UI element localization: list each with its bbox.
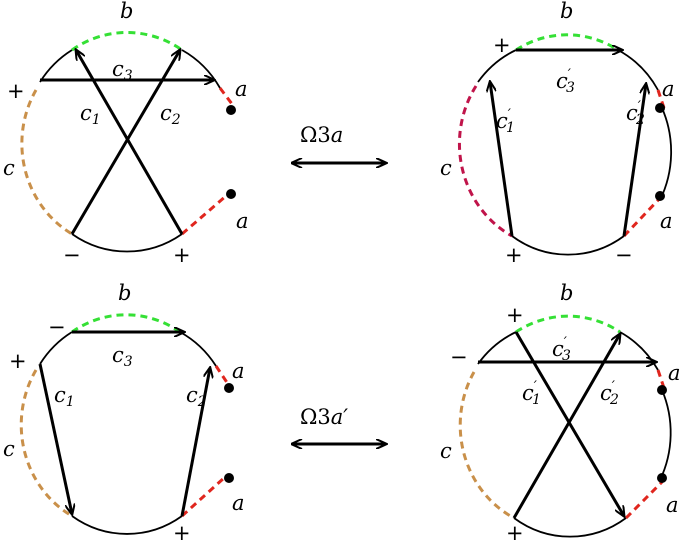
label-b: b <box>560 281 573 305</box>
solid-arc-bottom <box>513 517 627 538</box>
endpoint-dot-top <box>657 385 667 395</box>
segment-a-top <box>218 87 234 105</box>
endpoint-dot-top <box>226 105 236 115</box>
sign-bottom-right: + <box>173 521 191 542</box>
operation-omega3a: Ω3a <box>292 123 386 163</box>
segment-c <box>20 89 73 236</box>
sign-left: + <box>9 349 27 373</box>
label-c: c <box>440 156 452 180</box>
label-c3: c3 <box>112 57 133 84</box>
segment-a-bottom <box>181 194 227 236</box>
segment-b <box>71 313 181 334</box>
sign-left: + <box>7 79 25 103</box>
label-a-top: a <box>235 77 248 101</box>
segment-a-bottom <box>622 194 664 238</box>
sign-top: + <box>506 303 524 327</box>
segment-a-top <box>656 369 666 389</box>
endpoint-dot-bottom <box>224 473 234 483</box>
solid-arc-top <box>39 49 73 83</box>
label-a-bottom: a <box>236 209 249 233</box>
label-b: b <box>120 0 133 23</box>
label-a-bottom: a <box>666 493 679 517</box>
solid-arc-right <box>659 107 673 201</box>
panel-bottom-left: b a a c c3 c1 c2 + − + <box>3 281 245 542</box>
label-a-bottom: a <box>232 491 245 515</box>
label-c3: c′3 <box>552 335 571 364</box>
sign-top: + <box>493 33 511 57</box>
segment-c <box>458 371 515 520</box>
label-a-top: a <box>668 361 681 385</box>
segment-b <box>515 314 621 334</box>
sign-bottom-left: + <box>506 521 524 542</box>
label-a-top: a <box>232 359 245 383</box>
label-b: b <box>118 281 131 305</box>
label-c2: c2 <box>160 101 181 128</box>
endpoint-dot-bottom <box>226 189 236 199</box>
operation-label-top: Ω3a <box>300 123 343 147</box>
label-c: c <box>440 439 452 463</box>
label-b: b <box>560 0 573 23</box>
solid-arc-bottom <box>511 235 625 256</box>
label-c2: c2 <box>186 383 207 410</box>
endpoint-dot-bottom <box>655 191 665 201</box>
solid-arc-top <box>39 331 73 365</box>
solid-arc-bottom <box>71 515 183 535</box>
segment-a-bottom <box>180 476 226 518</box>
segment-a-top <box>214 365 230 385</box>
sign-bottom-right: − <box>615 243 633 267</box>
label-a-top: a <box>662 77 675 101</box>
chord-c2 <box>180 368 210 517</box>
segment-c <box>457 85 513 238</box>
segment-c <box>19 369 73 518</box>
solid-arc-top-right <box>181 49 221 89</box>
panel-top-left: b a a c c3 c1 c2 + − + <box>3 0 249 267</box>
panel-top-right: b a a c c′3 c′1 c′2 + + − <box>440 0 675 267</box>
solid-arc-top <box>477 49 517 83</box>
label-c: c <box>3 437 15 461</box>
panel-bottom-right: b a a c c′3 c′1 c′2 − + + <box>440 281 681 542</box>
endpoint-dot-top <box>655 103 665 113</box>
solid-arc-top-right <box>619 331 659 371</box>
segment-b <box>71 31 183 52</box>
label-c1: c1 <box>80 101 101 128</box>
sign-bottom-left: + <box>505 243 523 267</box>
label-c1: c′1 <box>496 107 515 136</box>
solid-arc-top-right <box>179 331 217 367</box>
solid-arc-bottom <box>71 233 183 253</box>
segment-b <box>515 33 619 52</box>
sign-bottom-left: − <box>63 243 81 267</box>
chord-c1 <box>490 82 514 237</box>
endpoint-dot-bottom <box>657 473 667 483</box>
label-c2: c′2 <box>600 379 619 408</box>
label-a-bottom: a <box>660 209 673 233</box>
chord-c2 <box>622 84 646 237</box>
label-c1: c1 <box>54 383 75 410</box>
sign-bottom-right: + <box>173 243 191 267</box>
label-c: c <box>3 156 15 180</box>
label-c2: c′2 <box>626 99 645 128</box>
endpoint-dot-top <box>224 383 234 393</box>
chord-c2 <box>70 50 180 235</box>
label-c3: c′3 <box>556 67 575 96</box>
operation-omega3a-prime: Ω3a′ <box>292 405 386 444</box>
label-c1: c′1 <box>522 379 541 408</box>
segment-a-bottom <box>624 480 664 520</box>
chord-c1 <box>38 363 72 514</box>
sign-top: − <box>48 315 66 339</box>
solid-arc-top <box>477 331 517 365</box>
solid-arc-top-right <box>617 49 659 91</box>
chord-c1 <box>514 331 624 516</box>
label-c3: c3 <box>112 343 133 370</box>
sign-left: − <box>450 345 468 369</box>
operation-label-bottom: Ω3a′ <box>300 405 348 429</box>
chord-c2 <box>512 334 620 519</box>
chord-c1 <box>76 50 184 235</box>
solid-arc-right <box>659 389 672 481</box>
